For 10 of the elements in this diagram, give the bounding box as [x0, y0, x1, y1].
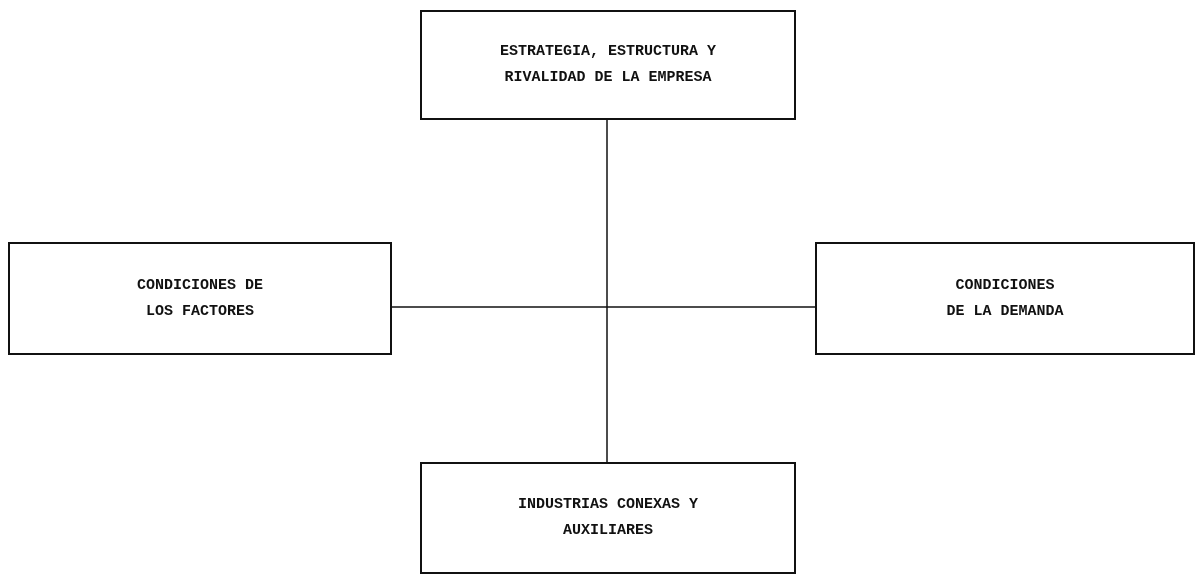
- factor-box: [420, 462, 796, 574]
- connector-line: [606, 119, 608, 463]
- factor-box: [8, 242, 392, 355]
- box-label: CONDICIONES DE LOS FACTORES: [136, 275, 264, 322]
- factor-box: [420, 10, 796, 120]
- box-label: INDUSTRIAS CONEXAS Y AUXILIARES: [517, 495, 699, 541]
- factor-box: [815, 242, 1195, 355]
- connector-line: [391, 306, 816, 308]
- box-label: ESTRATEGIA, ESTRUCTURA Y RIVALIDAD DE LA EMPRESA: [498, 42, 717, 88]
- box-label: CONDICIONES DE LA DEMANDA: [945, 275, 1065, 322]
